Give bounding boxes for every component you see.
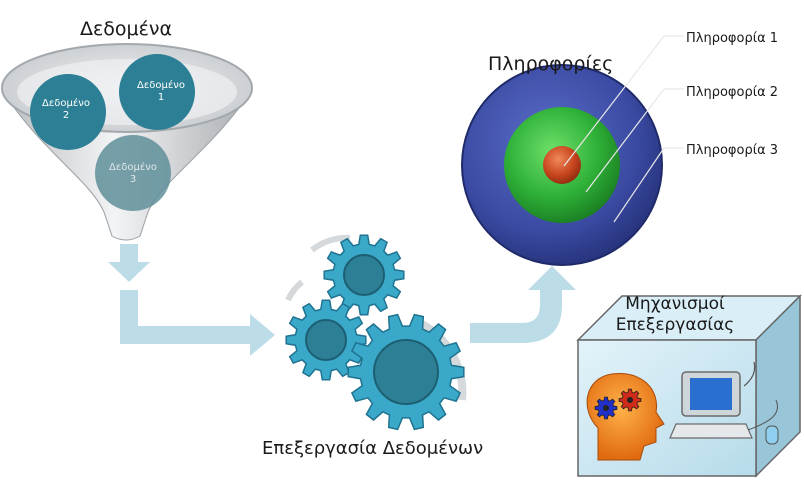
- data-bubble-3: [95, 135, 171, 211]
- info-label-3: Πληροφορία 3: [686, 143, 779, 158]
- info-label-1: Πληροφορία 1: [686, 31, 779, 46]
- mechanisms-title: Μηχανισμοί Επεξεργασίας: [615, 294, 735, 335]
- gear-top: [323, 234, 405, 316]
- information-target: [461, 35, 684, 266]
- processing-title: Επεξεργασία Δεδομένων: [262, 438, 484, 459]
- data-title: Δεδομένα: [80, 18, 173, 40]
- arrow-gears-to-info: [470, 266, 576, 343]
- data-funnel: [1, 43, 253, 241]
- info-label-2: Πληροφορία 2: [686, 85, 779, 100]
- data-bubble-1: [119, 54, 195, 130]
- information-title: Πληροφορίες: [488, 53, 614, 75]
- gear-large: [347, 313, 465, 431]
- arrow-funnel-to-gears: [108, 244, 275, 356]
- data-bubble-2: [30, 74, 106, 150]
- computer-icon: [669, 361, 779, 445]
- head-icon: [586, 373, 665, 461]
